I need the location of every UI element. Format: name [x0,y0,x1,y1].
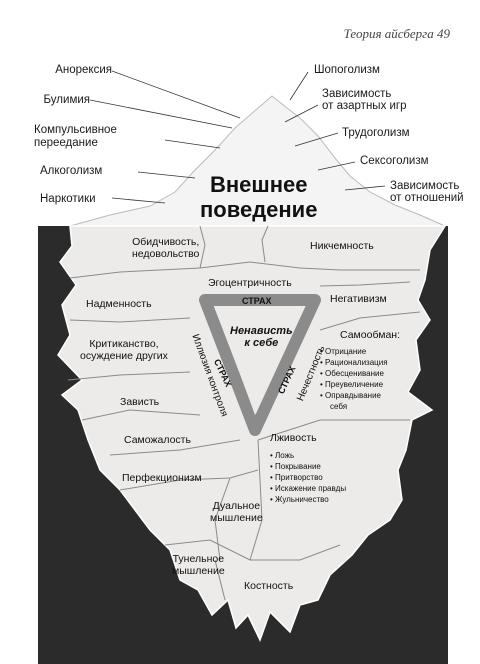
outer-title-line-1: Внешнее [209,172,308,197]
region-resentment-1: Обидчивость, [132,236,200,248]
lying-list: • Ложь • Покрывание • Притворство • Иска… [270,450,346,505]
lie-item-4: • Искажение правды [270,484,347,493]
region-dual-1: Дуальное [212,500,261,512]
lie-item-1: • Ложь [270,451,295,460]
lie-item-3: • Притворство [270,473,323,482]
region-rigidity: Костность [244,580,294,592]
label-bulimia: Булимия [43,94,90,106]
label-alcoholism: Алкоголизм [40,165,103,177]
sd-item-2: • Рационализация [320,358,388,367]
region-tunnel-1: Тунельное [172,553,225,565]
triangle-center: Ненависть к себе [230,325,293,349]
label-workaholism: Трудоголизм [342,127,410,139]
page-header: Теория айсберга 49 [343,26,450,41]
region-resentment: Обидчивость, недовольство [132,236,199,260]
sd-item-5: • Оправдывание [320,391,381,400]
region-negativism: Негативизм [330,293,387,305]
region-self-pity: Саможалость [124,434,191,446]
region-tunnel-thinking: Тунельное мышление [172,553,225,577]
iceberg-tip [69,95,446,227]
pointer-lines-right [284,71,386,191]
sd-item-3: • Обесценивание [320,369,384,378]
region-worthlessness: Никчемность [310,240,374,252]
label-shopaholism: Шопоголизм [314,64,380,76]
region-borders [67,225,421,601]
sd-item-4: • Преувеличение [320,380,384,389]
region-criticism-2: осуждение других [80,350,168,362]
region-arrogance: Надменность [86,298,152,310]
label-gambling-1: Зависимость [322,88,392,100]
lie-item-5: • Жульничество [270,495,329,504]
region-dual-2: мышление [210,512,263,524]
fear-triangle-inner [216,308,304,415]
label-relationships-2: от отношений [390,192,464,204]
sd-item-1: • Отрицание [320,347,367,356]
region-resentment-2: недовольство [132,248,200,260]
triangle-center-1: Ненависть [230,325,293,337]
label-compulsive-1: Компульсивное [34,124,117,136]
sd-item-6: себя [330,402,348,411]
region-egocentrism: Эгоцентричность [208,277,292,289]
fear-triangle [199,294,321,436]
region-dual-thinking: Дуальное мышление [210,500,263,524]
label-relationships-1: Зависимость [390,180,460,192]
triangle-top-fear: СТРАХ [242,296,272,306]
pointer-lines-left [89,70,241,204]
lie-item-2: • Покрывание [270,462,321,471]
label-anorexia: Анорексия [55,64,112,76]
region-self-deception: Самообман: [340,329,400,341]
region-criticism-1: Критиканство, [89,338,159,350]
label-gambling-2: от азартных игр [322,100,407,112]
region-tunnel-2: мышление [172,565,225,577]
label-sexaholism: Сексоголизм [360,155,429,167]
region-criticism: Критиканство, осуждение других [80,338,168,362]
self-deception-list: • Отрицание • Рационализация • Обесценив… [320,346,388,412]
region-perfectionism: Перфекционизм [122,472,202,484]
region-deceitfulness: Лживость [270,432,317,444]
label-narcotics: Наркотики [40,193,96,205]
region-envy: Зависть [120,396,160,408]
label-compulsive-2: переедание [34,137,98,149]
outer-behavior-title: Внешнее поведение [200,172,317,222]
triangle-center-2: к себе [244,337,279,349]
outer-title-line-2: поведение [200,197,318,222]
